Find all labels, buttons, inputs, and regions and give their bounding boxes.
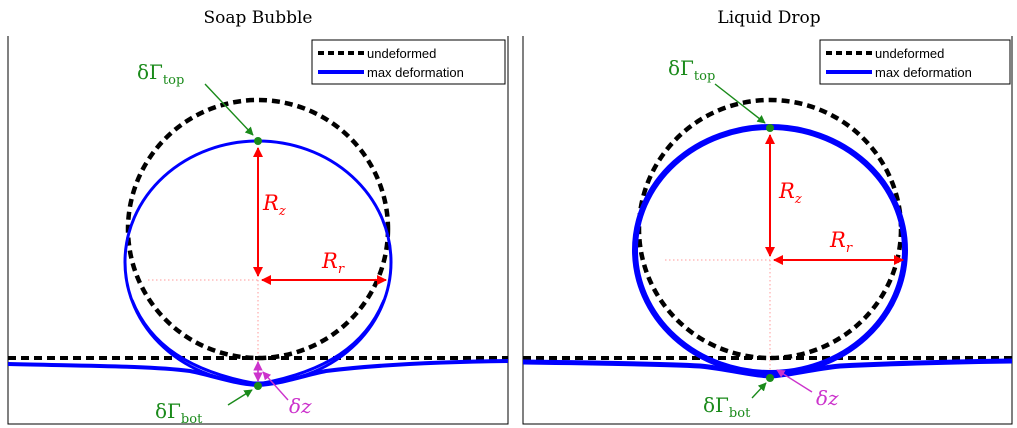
delta-z-pointer — [262, 371, 289, 401]
bottom-pointer — [227, 389, 253, 406]
legend-undeformed-label: undeformed — [367, 46, 436, 61]
top-point — [766, 124, 774, 132]
undeformed-bubble — [125, 97, 391, 361]
gamma-top-label: δΓtop — [668, 56, 715, 84]
bottom-pointer — [751, 382, 767, 399]
rr-label: Rr — [829, 228, 853, 256]
panel-title: Liquid Drop — [717, 8, 820, 28]
legend-box — [819, 39, 1011, 85]
axes-frame — [522, 36, 1013, 425]
delta-z-label: δz — [816, 386, 839, 410]
bottom-point — [254, 382, 262, 390]
top-pointer — [714, 83, 766, 124]
top-point — [254, 137, 262, 145]
legend: undeformed max deformation — [819, 39, 1011, 85]
panel-title: Soap Bubble — [203, 8, 312, 28]
legend-box — [311, 39, 506, 85]
bottom-point — [766, 374, 774, 382]
gamma-bot-label: δΓbot — [155, 399, 203, 427]
deformed-surface — [523, 358, 1012, 379]
panel-soap-bubble: Soap Bubble δΓtop δΓbot Rz — [7, 8, 509, 427]
rz-label: Rz — [262, 191, 286, 219]
axes-frame — [7, 36, 509, 425]
legend-max-deformation-label: max deformation — [875, 65, 972, 80]
panel-liquid-drop: Liquid Drop δΓtop δΓbot Rz Rr δz undefor… — [522, 8, 1013, 425]
rz-label: Rz — [778, 179, 802, 207]
gamma-top-label: δΓtop — [137, 60, 184, 88]
delta-z-pointer — [776, 369, 813, 393]
legend-max-deformation-label: max deformation — [367, 65, 464, 80]
gamma-bot-label: δΓbot — [703, 393, 751, 421]
rr-label: Rr — [321, 249, 345, 277]
top-pointer — [204, 83, 254, 136]
legend: undeformed max deformation — [311, 39, 506, 85]
delta-z-label: δz — [289, 394, 312, 418]
legend-undeformed-label: undeformed — [875, 46, 944, 61]
